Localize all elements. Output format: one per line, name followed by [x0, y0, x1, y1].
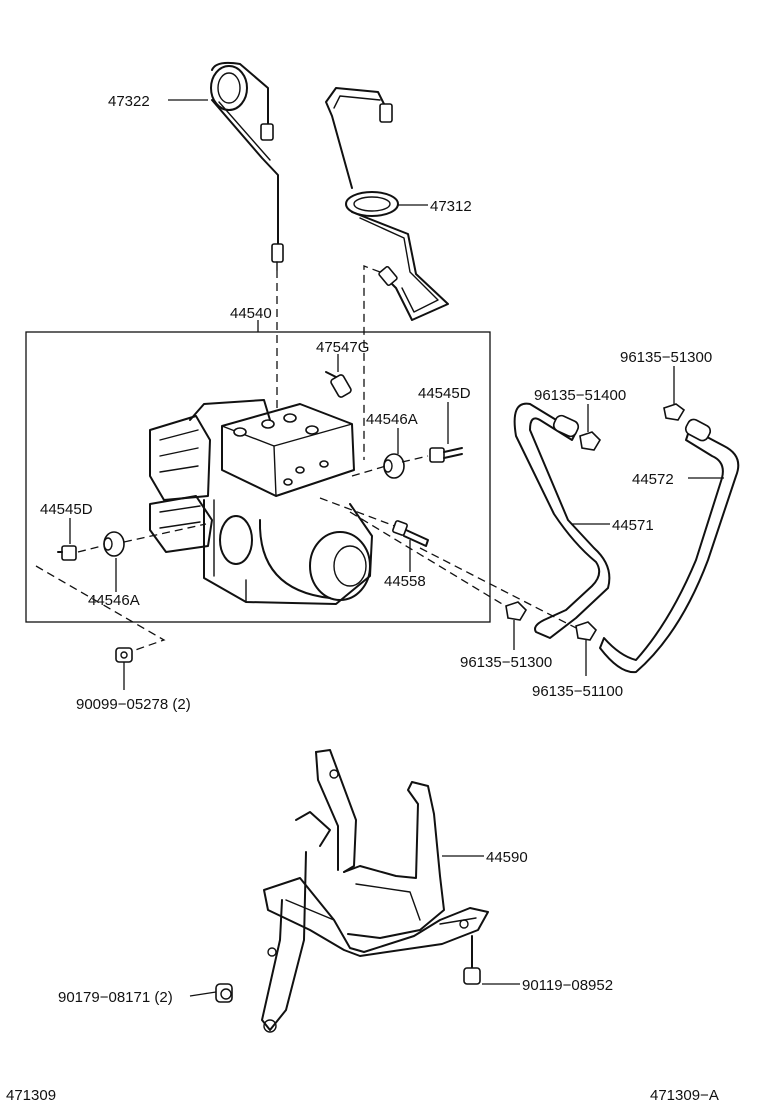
page-code-right: 471309−A — [650, 1087, 719, 1104]
label-47547g: 47547G — [316, 339, 369, 356]
label-96135-51400: 96135−51400 — [534, 387, 626, 404]
bolt-90179 — [215, 983, 233, 1003]
page-code-left: 471309 — [6, 1087, 56, 1104]
nut-90099 — [115, 647, 133, 663]
label-96135-51300-bottom: 96135−51300 — [460, 654, 552, 671]
stud-44558 — [392, 520, 429, 547]
hose-44572 — [599, 418, 740, 674]
bracket-44590 — [261, 749, 489, 1033]
cushion-44546a-left — [103, 531, 125, 557]
bolt-44545d-left — [57, 545, 77, 561]
dashed-line-stud — [319, 497, 401, 529]
label-47312: 47312 — [430, 198, 472, 215]
dashed-line-left-mount — [77, 523, 207, 553]
brake-tube-47322 — [210, 61, 284, 271]
hose-clip-96135-51100 — [575, 621, 598, 641]
label-44558: 44558 — [384, 573, 426, 590]
cushion-44546a-right — [383, 453, 405, 479]
dashed-line-47312-to-actuator — [363, 265, 381, 460]
bolt-44545d-right — [429, 447, 463, 463]
label-44590: 44590 — [486, 849, 528, 866]
label-90099: 90099−05278 (2) — [76, 696, 191, 713]
label-44545d-left: 44545D — [40, 501, 93, 518]
dashed-line-to-hose-clips — [349, 511, 581, 631]
label-44572: 44572 — [632, 471, 674, 488]
bolt-90119 — [463, 935, 481, 985]
brake-tube-47312 — [325, 87, 449, 321]
label-47322: 47322 — [108, 93, 150, 110]
hose-clip-96135-51400 — [579, 431, 602, 451]
leader-90179 — [189, 991, 217, 997]
label-96135-51300-top: 96135−51300 — [620, 349, 712, 366]
dashed-line-lower-left — [35, 565, 166, 657]
label-44546a-left: 44546A — [88, 592, 140, 609]
dashed-line-right-mount — [351, 455, 429, 477]
label-90179: 90179−08171 (2) — [58, 989, 173, 1006]
label-96135-51100: 96135−51100 — [532, 683, 623, 700]
label-44546a-right: 44546A — [366, 411, 418, 428]
hose-clip-96135-51300-bottom — [505, 601, 528, 621]
label-44571: 44571 — [612, 517, 654, 534]
hose-clip-96135-51300-top — [663, 403, 686, 421]
label-44540: 44540 — [230, 305, 272, 322]
valve-47547g — [325, 371, 352, 398]
abs-actuator-body — [149, 399, 373, 605]
hose-44571 — [513, 402, 611, 639]
label-90119: 90119−08952 — [522, 977, 613, 994]
label-44545d-right: 44545D — [418, 385, 471, 402]
